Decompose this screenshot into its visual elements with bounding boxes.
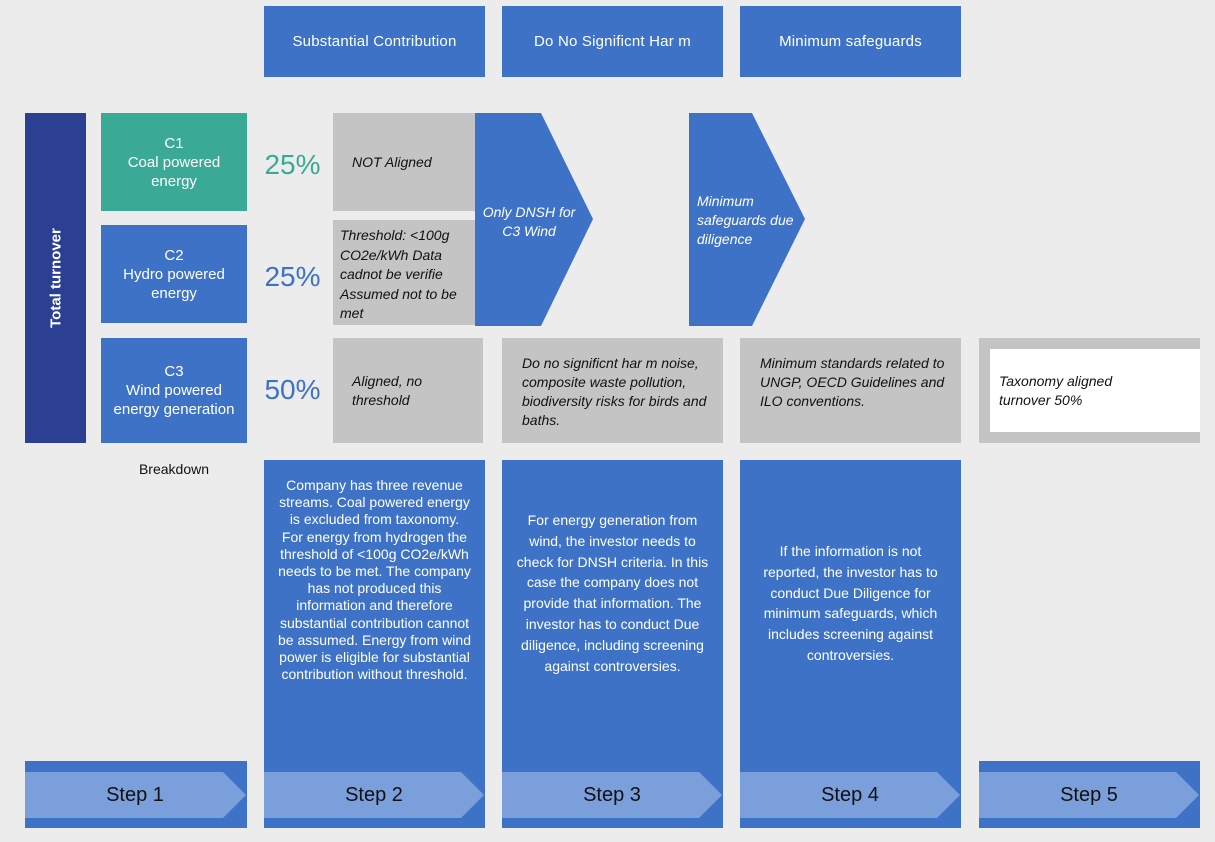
step1-label: Step 1	[106, 783, 164, 806]
safeguards-arrow-shape	[689, 113, 805, 326]
step1-block: Step 1	[25, 761, 247, 828]
category-c3-name: Wind powered energy generation	[113, 382, 235, 418]
total-turnover-label: Total turnover	[47, 228, 64, 328]
step5-chevron	[979, 772, 1199, 818]
step2-description: Company has three revenue streams. Coal …	[264, 460, 485, 828]
taxonomy-aligned-result: Taxonomy aligned turnover 50%	[990, 349, 1200, 432]
category-c2-code: C2	[164, 246, 184, 264]
step5-block: Step 5	[979, 761, 1200, 828]
category-c1-percentage: 25%	[264, 149, 321, 180]
step3-chevron	[502, 772, 722, 818]
header-dnsh: Do No Significnt Har m	[502, 6, 723, 77]
category-c1: C1 Coal powered energy	[101, 113, 247, 211]
step2-label: Step 2	[345, 783, 403, 806]
step3-block: Step 3	[502, 761, 723, 828]
category-c2-name: Hydro powered energy	[123, 265, 225, 302]
step4-chevron	[740, 772, 960, 818]
category-c2: C2 Hydro powered energy	[101, 225, 247, 323]
safeguards-c3-box: Minimum standards related to UNGP, OECD …	[740, 338, 961, 443]
total-turnover-bar: Total turnover	[25, 113, 86, 443]
dnsh-arrow-text: Only DNSH for C3 Wind	[482, 204, 576, 239]
category-c3: C3 Wind powered energy generation	[101, 338, 247, 443]
safeguards-arrow: Minimum safeguards due diligence	[689, 113, 805, 326]
substantial-c2-box: Threshold: <100g CO2e/kWh Data cadnot be…	[333, 220, 483, 325]
safeguards-arrow-text: Minimum safeguards due diligence	[697, 193, 794, 247]
header-minimum-safeguards: Minimum safeguards	[740, 6, 961, 77]
step2-block: Step 2	[264, 761, 485, 828]
step3-description: For energy generation from wind, the inv…	[502, 460, 723, 828]
dnsh-arrow-shape	[475, 113, 593, 326]
step4-block: Step 4	[740, 761, 961, 828]
category-c1-code: C1	[164, 134, 184, 152]
dnsh-arrow: Only DNSH for C3 Wind	[475, 113, 593, 326]
step3-label: Step 3	[583, 783, 641, 806]
substantial-c3-box: Aligned, no threshold	[333, 338, 483, 443]
header-substantial-contribution: Substantial Contribution	[264, 6, 485, 77]
step5-label: Step 5	[1060, 783, 1118, 806]
dnsh-c3-box: Do no significnt har m noise, composite …	[502, 338, 723, 443]
category-c3-code: C3	[164, 363, 184, 380]
step4-description: If the information is not reported, the …	[740, 460, 961, 828]
step1-chevron	[25, 772, 246, 818]
step2-chevron	[264, 772, 484, 818]
result-box-frame: Taxonomy aligned turnover 50%	[979, 338, 1200, 443]
breakdown-label: Breakdown	[138, 461, 210, 477]
substantial-c1-box: NOT Aligned	[333, 113, 483, 211]
category-c1-name: Coal powered energy	[127, 153, 221, 190]
category-c3-percentage: 50%	[264, 374, 321, 405]
category-c2-percentage: 25%	[264, 261, 321, 292]
step4-label: Step 4	[821, 783, 879, 806]
